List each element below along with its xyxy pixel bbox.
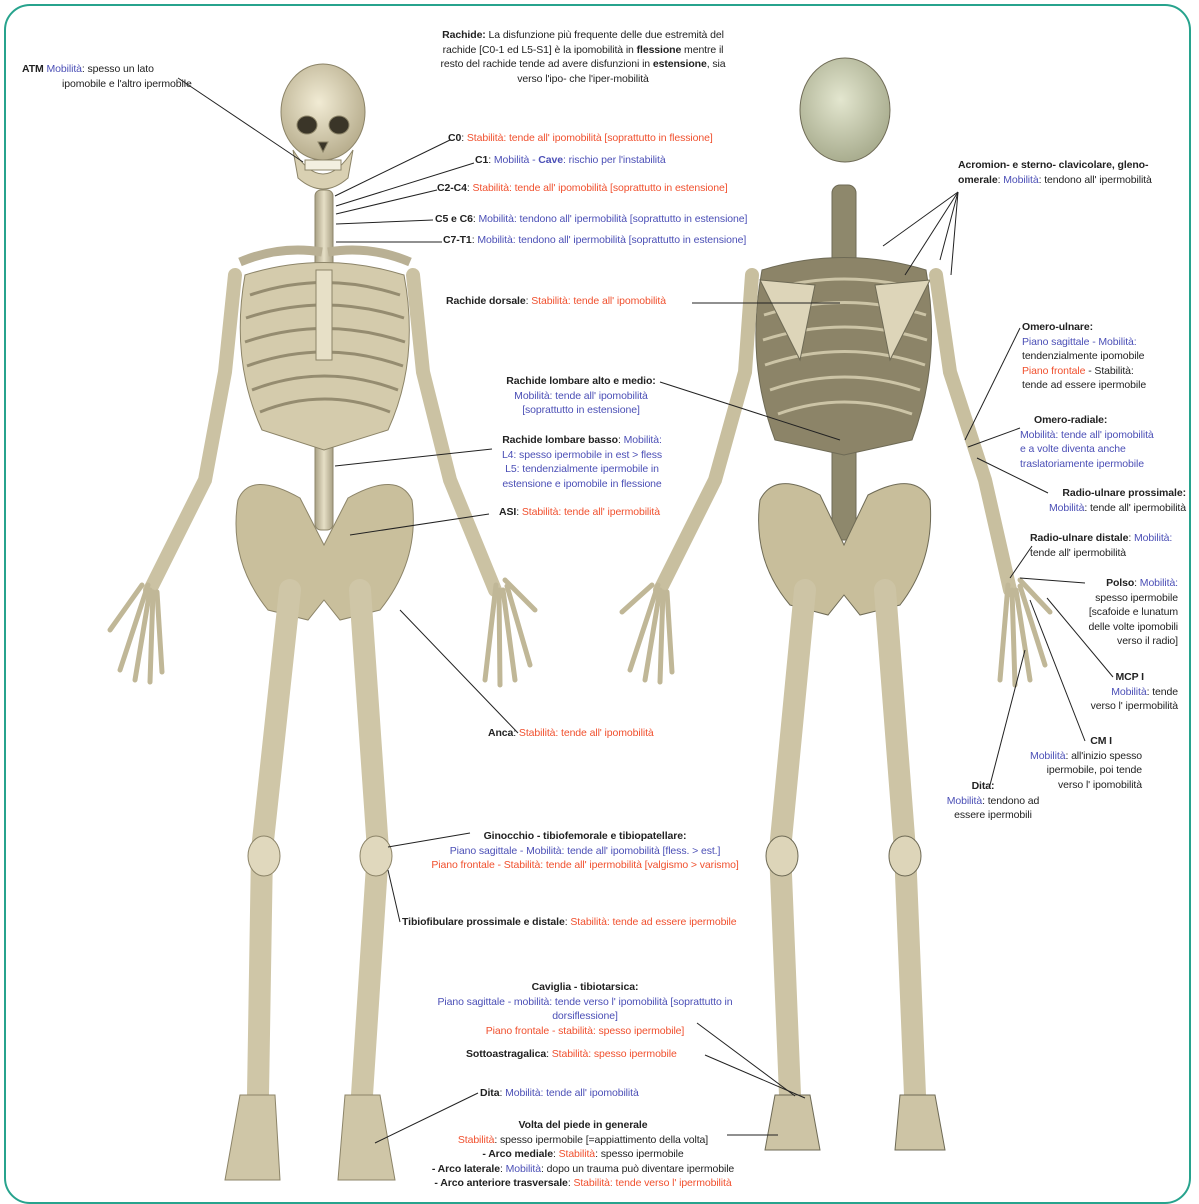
- label-lombare-alto: Rachide lombare alto e medio: Mobilità: …: [486, 374, 676, 418]
- label-dita-mano: Dita: Mobilità: tendono ad essere ipermo…: [935, 779, 1051, 823]
- label-rachide-dorsale: Rachide dorsale: Stabilità: tende all' i…: [446, 294, 666, 309]
- label-omero-radiale: Omero-radiale: Mobilità: tende all' ipom…: [1020, 413, 1154, 471]
- label-acromion: Acromion- e sterno- clavicolare, gleno- …: [958, 158, 1152, 187]
- label-radio-ulnare-distale: Radio-ulnare distale: Mobilità: tende al…: [1030, 531, 1172, 560]
- label-mcp: MCP I Mobilità: tende verso l' ipermobil…: [1060, 670, 1178, 714]
- label-radio-ulnare-prossimale: Radio-ulnare prossimale: Mobilità: tende…: [1018, 486, 1186, 515]
- label-tibiofibulare: Tibiofibulare prossimale e distale: Stab…: [402, 915, 737, 930]
- label-anca: Anca: Stabilità: tende all' ipomobilità: [488, 726, 654, 741]
- label-atm: ATM Mobilità: spesso un lato ipomobile e…: [22, 62, 192, 91]
- label-polso: Polso: Mobilità: spesso ipermobile [scaf…: [1060, 576, 1178, 649]
- label-lombare-basso: Rachide lombare basso: Mobilità: L4: spe…: [482, 433, 682, 491]
- label-caviglia: Caviglia - tibiotarsica: Piano sagittale…: [405, 980, 765, 1038]
- label-c1: C1: Mobilità - Cave: rischio per l'insta…: [475, 153, 666, 168]
- label-rachide: Rachide: La disfunzione più frequente de…: [398, 28, 768, 86]
- label-c5-c6: C5 e C6: Mobilità: tendono all' ipermobi…: [435, 212, 747, 227]
- label-sottoastragalica: Sottoastragalica: Stabilità: spesso iper…: [466, 1047, 677, 1062]
- label-dita-piede: Dita: Mobilità: tende all' ipomobilità: [480, 1086, 639, 1101]
- label-c2-c4: C2-C4: Stabilità: tende all' ipomobilità…: [437, 181, 728, 196]
- label-omero-ulnare: Omero-ulnare: Piano sagittale - Mobilità…: [1022, 320, 1146, 393]
- label-c7-t1: C7-T1: Mobilità: tendono all' ipermobili…: [443, 233, 746, 248]
- label-asi: ASI: Stabilità: tende all' ipermobilità: [499, 505, 660, 520]
- label-volta-piede: Volta del piede in generale Stabilità: s…: [398, 1118, 768, 1191]
- label-ginocchio: Ginocchio - tibiofemorale e tibiopatella…: [410, 829, 760, 873]
- back-skull: [800, 58, 890, 162]
- label-c0: C0: Stabilità: tende all' ipomobilità [s…: [448, 131, 713, 146]
